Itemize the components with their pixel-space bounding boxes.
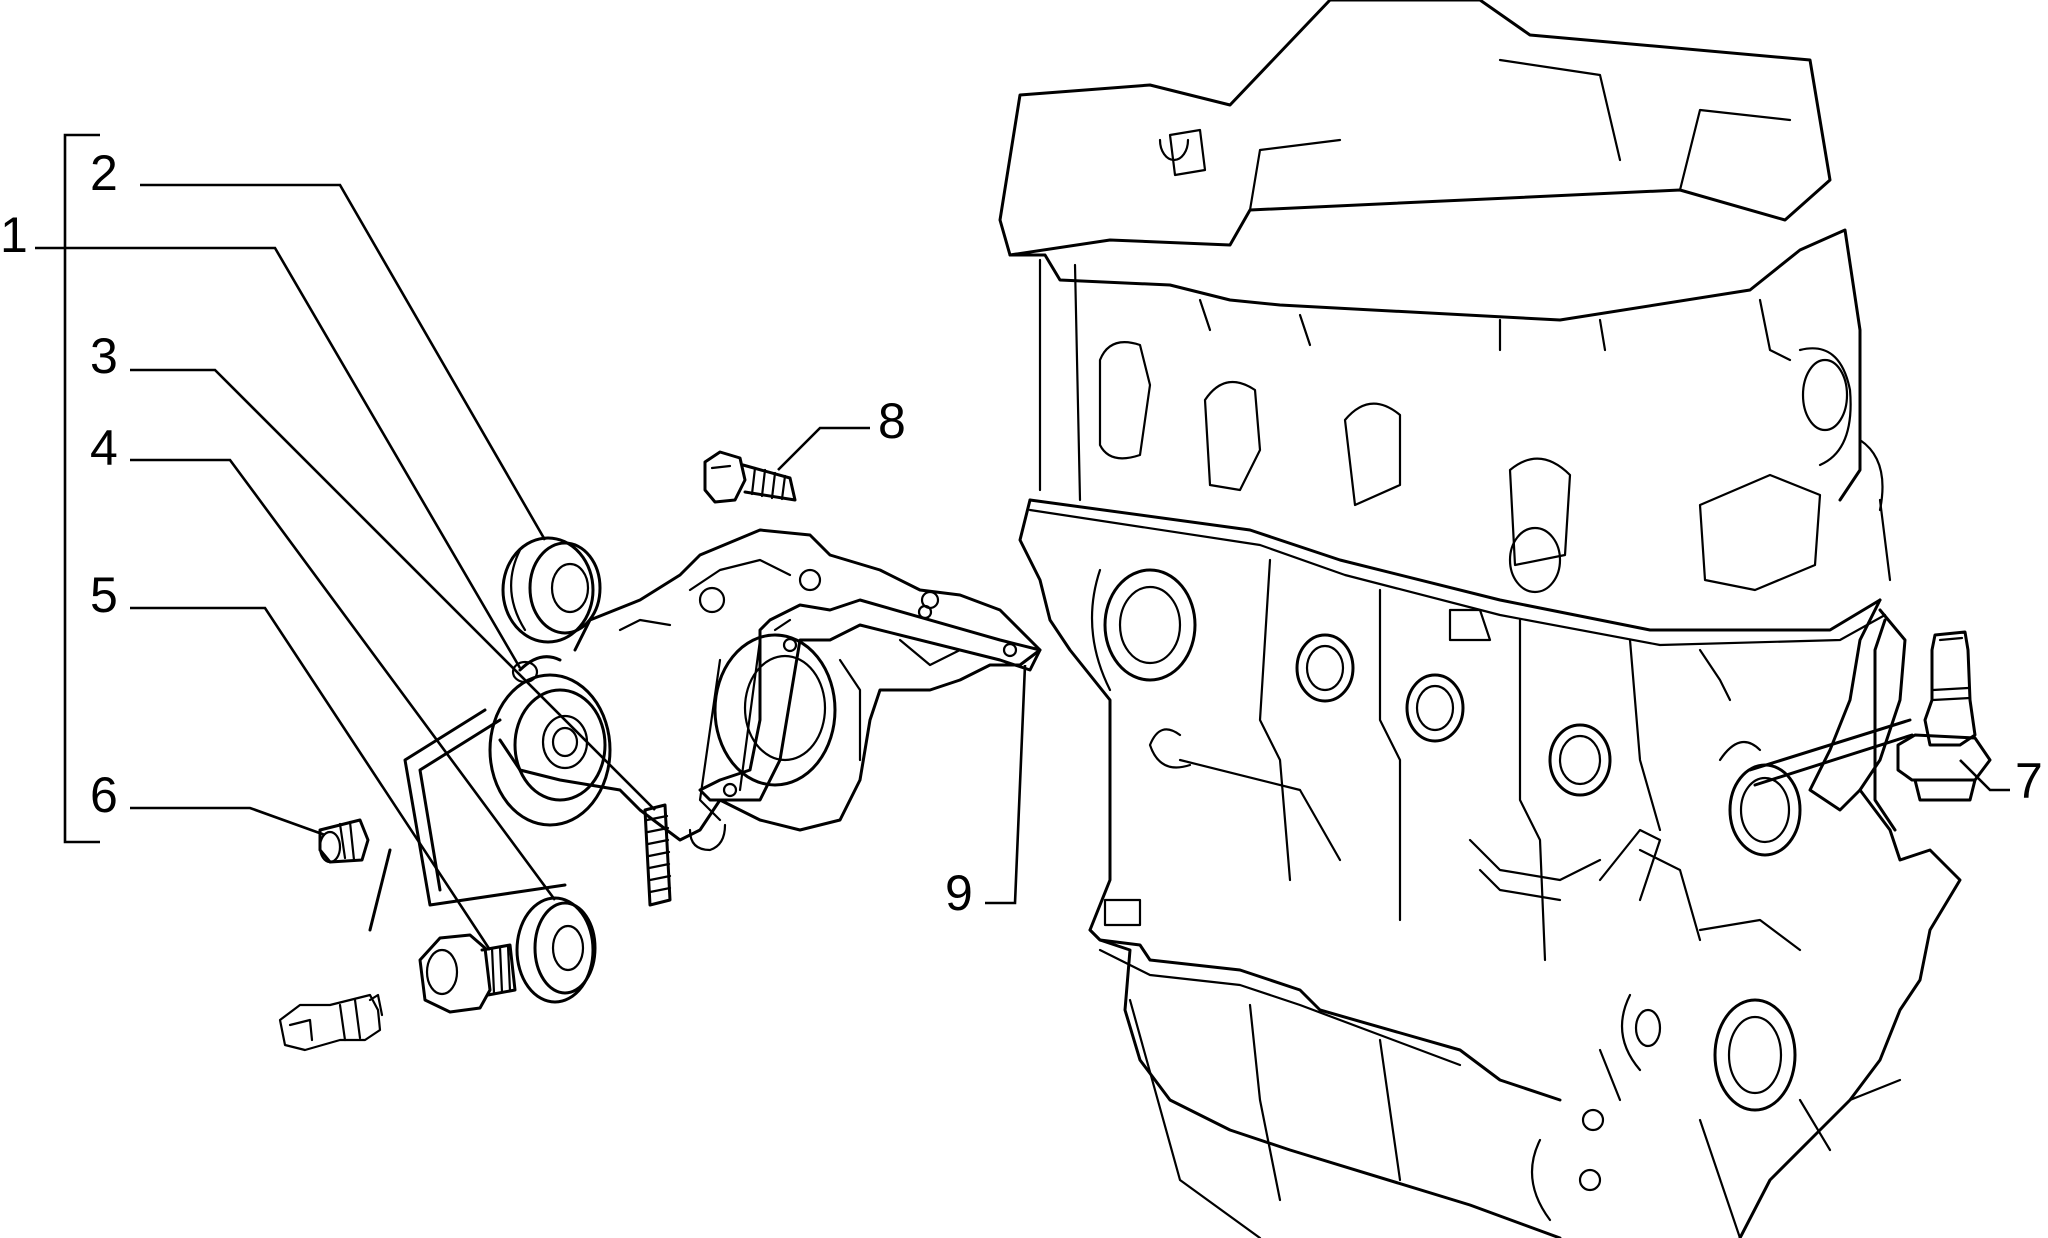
leader-1 bbox=[35, 246, 522, 669]
oil-seal-ring bbox=[501, 536, 602, 644]
leader-5 bbox=[130, 606, 492, 951]
callout-2: 2 bbox=[90, 145, 118, 201]
oil-pump-cover-drawing bbox=[488, 528, 1042, 852]
leader-2 bbox=[140, 183, 547, 541]
callout-8: 8 bbox=[878, 393, 906, 449]
callout-6: 6 bbox=[90, 767, 118, 823]
pressure-sensor bbox=[278, 993, 384, 1052]
bolt bbox=[703, 450, 797, 504]
callout-4: 4 bbox=[90, 420, 118, 476]
group-bracket bbox=[63, 133, 100, 844]
plug-sensor bbox=[318, 818, 370, 864]
callout-3: 3 bbox=[90, 328, 118, 384]
gasket-strap-inner bbox=[418, 718, 502, 892]
leader-6 bbox=[130, 806, 326, 837]
callout-9: 9 bbox=[945, 865, 973, 921]
oil-seal-ring bbox=[515, 896, 597, 1004]
pump-edge-line bbox=[368, 848, 392, 932]
leader-9 bbox=[985, 664, 1027, 905]
stud bbox=[643, 803, 672, 907]
engine-block-drawing bbox=[998, 0, 1962, 1238]
leader-7 bbox=[1959, 759, 2010, 792]
plug-sensor bbox=[1896, 630, 1992, 802]
callout-5: 5 bbox=[90, 567, 118, 623]
callout-1: 1 bbox=[0, 207, 28, 263]
leader-3 bbox=[130, 368, 656, 811]
leader-8 bbox=[777, 426, 870, 471]
gasket-strap bbox=[403, 708, 567, 907]
drain-plug bbox=[418, 933, 517, 1014]
leader-4 bbox=[130, 458, 557, 901]
callout-7: 7 bbox=[2015, 753, 2043, 809]
